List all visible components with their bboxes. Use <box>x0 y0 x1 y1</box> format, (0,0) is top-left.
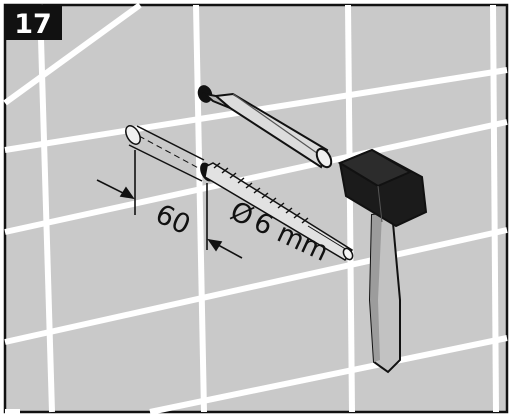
hammer-icon <box>337 148 428 374</box>
depth-dimension <box>96 150 243 259</box>
drill-bit-icon <box>204 162 354 261</box>
grout-lines <box>3 2 508 415</box>
punch-icon <box>201 92 333 169</box>
wall-plug-outline <box>125 125 205 182</box>
step-number: 17 <box>14 9 52 40</box>
step-badge: 17 <box>5 5 62 40</box>
